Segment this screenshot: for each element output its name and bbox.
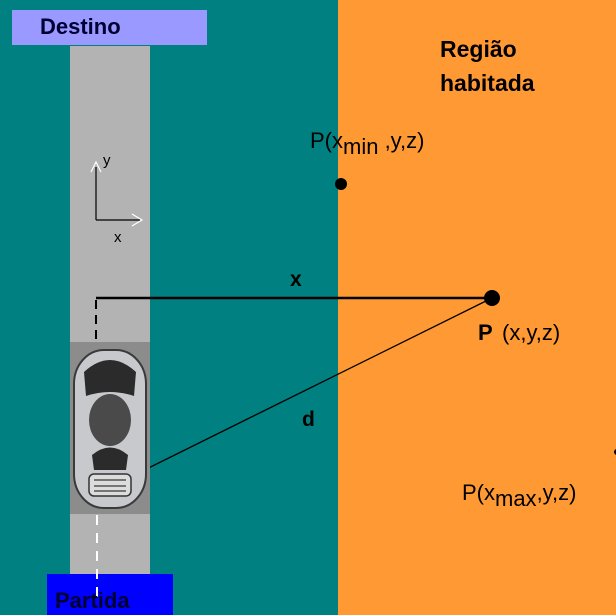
pmin-prefix: P(x — [310, 128, 343, 153]
point-pmin — [335, 178, 347, 190]
d-distance-line — [103, 297, 493, 491]
destination-label: Destino — [40, 14, 121, 39]
pmin-subscript: min — [343, 134, 379, 159]
region-title-line1: Região — [440, 36, 517, 62]
pmin-label: P(xmin ,y,z) — [310, 128, 424, 160]
start-label: Partida — [55, 588, 130, 613]
car-top-view-icon — [70, 342, 150, 514]
region-title-line2: habitada — [440, 70, 535, 96]
pmax-label: P(xmax,y,z) — [462, 480, 576, 512]
axis-y-label: y — [103, 152, 111, 169]
pmax-suffix: ,y,z) — [536, 480, 577, 505]
pmin-suffix: ,y,z) — [378, 128, 425, 153]
axis-x-label: x — [114, 229, 122, 246]
pmax-subscript: max — [495, 486, 537, 511]
destination-box — [12, 10, 207, 45]
inhabited-region — [338, 0, 616, 615]
point-p-label: P — [478, 320, 493, 345]
uninhabited-region — [0, 0, 338, 615]
start-box — [47, 574, 173, 615]
point-p-coords: (x,y,z) — [502, 320, 561, 345]
d-distance-label: d — [302, 408, 315, 431]
x-distance-label: x — [290, 268, 302, 291]
axis-icon — [90, 160, 144, 227]
pmax-prefix: P(x — [462, 480, 495, 505]
point-p — [484, 290, 500, 306]
